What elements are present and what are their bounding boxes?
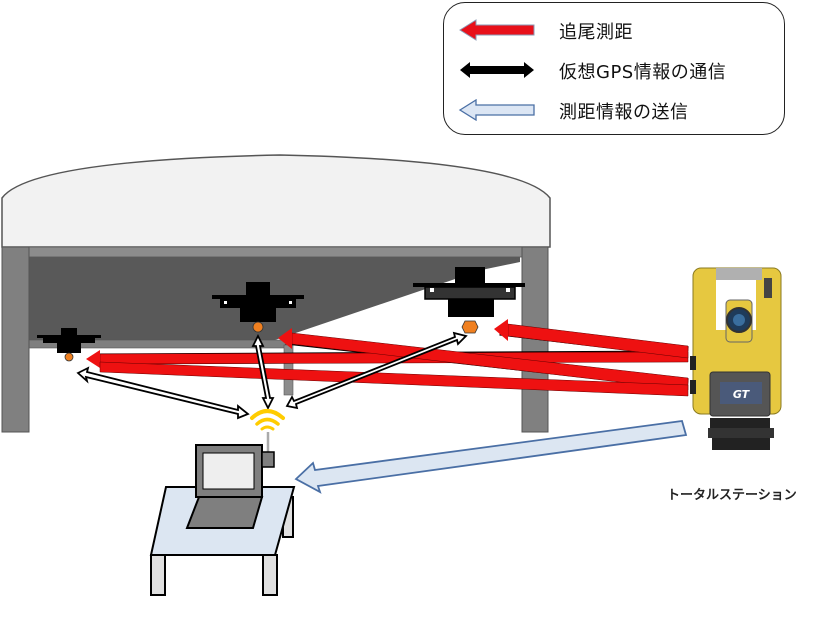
red-arrow-icon	[459, 19, 535, 41]
ceiling-beam	[27, 246, 525, 258]
drone-right	[413, 267, 525, 334]
legend-label: 仮想GPS情報の通信	[559, 62, 727, 83]
legend-label: 追尾測距	[559, 22, 633, 43]
laptop-icon	[185, 444, 275, 529]
legend-item-tracking: 追尾測距	[444, 16, 784, 46]
black-double-arrow-icon	[460, 62, 534, 78]
roof	[1, 154, 551, 248]
tracking-arrow-lines	[86, 319, 689, 397]
total-station-icon: GT	[690, 267, 782, 450]
drone-center	[212, 282, 304, 333]
gps-comm-arrows	[76, 331, 468, 420]
prism-icon	[252, 321, 264, 333]
light-blue-arrow-icon	[458, 99, 535, 121]
total-station-label: トータルステーション	[667, 488, 797, 503]
legend: 追尾測距 仮想GPS情報の通信 測距情報の送信	[443, 2, 785, 135]
double-arrow-center	[251, 333, 275, 411]
legend-label: 測距情報の送信	[559, 102, 689, 123]
legend-item-gps-comm: 仮想GPS情報の通信	[444, 56, 784, 86]
prism-icon	[64, 352, 74, 362]
drone-left	[37, 328, 101, 362]
left-pillar	[1, 246, 30, 433]
legend-item-transmit: 測距情報の送信	[444, 96, 784, 126]
double-arrow-left	[76, 366, 250, 420]
double-arrow-right	[285, 331, 468, 410]
wifi-icon	[250, 409, 285, 431]
prism-icon	[461, 320, 479, 334]
transmit-arrow	[294, 420, 688, 494]
gt-logo: GT	[733, 388, 751, 401]
